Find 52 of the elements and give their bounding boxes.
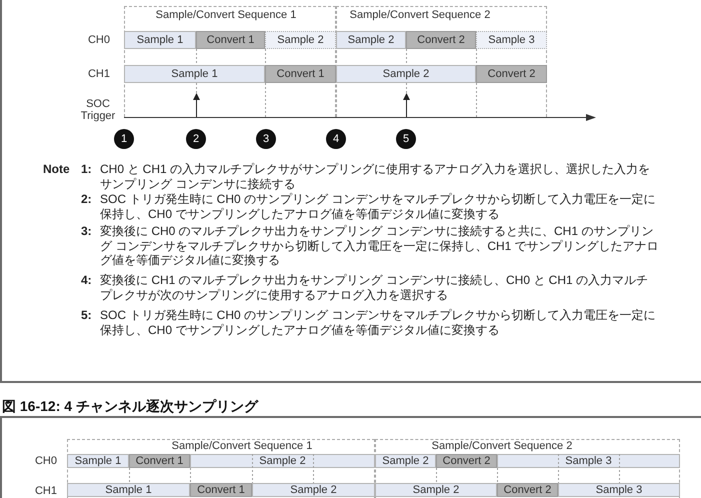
note-text: SOC トリガ発生時に CH0 のサンプリング コンデンサをマルチプレクサから切断して入力電圧を一定に保持し、CH0 でサンプリングしたアナログ値を等価デジタル値に変換する xyxy=(100,192,656,221)
sequence-frame xyxy=(336,6,547,117)
sample-phase: Sample 2 xyxy=(190,454,375,468)
sample-phase: Sample 1 xyxy=(67,454,129,468)
sample-phase: Sample 2 xyxy=(336,65,476,83)
callout-number: 5 xyxy=(396,129,416,149)
channel-label: CH1 xyxy=(34,484,58,498)
note-number: 4: xyxy=(81,273,92,288)
note-number: 3: xyxy=(81,224,92,238)
convert-phase: Convert 2 xyxy=(406,31,476,49)
sample-phase: Sample 2 xyxy=(265,31,336,49)
figure-title: 図 16-12: 4 チャンネル逐次サンプリング xyxy=(2,398,258,415)
channel-label: CH0 xyxy=(34,454,58,468)
channel-label: CH1 xyxy=(86,67,111,81)
note-text: 変換後に CH0 のマルチプレクサ出力をサンプリング コンデンサに接続すると共に、CH1 のサンプリング コンデンサをマルチプレクサから切断して入力電圧を一定に保持し、CH1 でサンプリングしたアナログ値を等価デジタル値に変換する xyxy=(100,224,660,268)
sample-phase: Sample 3 xyxy=(497,454,680,468)
note-number: 2: xyxy=(81,192,92,206)
callout-number: 4 xyxy=(326,129,346,149)
callout-number: 1 xyxy=(114,129,134,149)
trigger-label: SOC Trigger xyxy=(80,98,116,122)
convert-phase: Convert 1 xyxy=(190,483,252,497)
note-heading: Note xyxy=(43,162,70,176)
convert-phase: Convert 2 xyxy=(497,483,558,497)
convert-phase: Convert 2 xyxy=(476,65,547,83)
sample-phase: Sample 2 xyxy=(252,483,375,497)
sequence-frame xyxy=(124,6,336,117)
note-number: 5: xyxy=(81,308,92,322)
note-number: 1: xyxy=(81,162,92,176)
sample-phase: Sample 1 xyxy=(124,31,196,49)
channel-label: CH0 xyxy=(86,33,111,47)
sample-phase: Sample 2 xyxy=(336,31,406,49)
sample-phase: Sample 1 xyxy=(124,65,265,83)
convert-phase: Convert 2 xyxy=(436,454,497,468)
note-text: 変換後に CH1 のマルチプレクサ出力をサンプリング コンデンサに接続し、CH0 と CH1 の入力マルチプレクサが次のサンプリングに使用するアナログ入力を選択する xyxy=(100,273,650,302)
note-text: CH0 と CH1 の入力マルチプレクサがサンプリングに使用するアナログ入力を選択し、選択した入力をサンプリング コンデンサに接続する xyxy=(100,162,652,191)
callout-number: 2 xyxy=(186,129,206,149)
sample-phase: Sample 2 xyxy=(375,483,497,497)
sequence-label: Sample/Convert Sequence 2 xyxy=(350,9,490,22)
sample-phase: Sample 2 xyxy=(375,454,436,468)
note-text: SOC トリガ発生時に CH0 のサンプリング コンデンサをマルチプレクサから切断して入力電圧を一定に保持し、CH0 でサンプリングしたアナログ値を等価デジタル値に変換する xyxy=(100,308,656,337)
sequence-frame xyxy=(67,439,375,498)
callout-number: 3 xyxy=(256,129,276,149)
convert-phase: Convert 1 xyxy=(265,65,336,83)
convert-phase: Convert 1 xyxy=(196,31,265,49)
sequence-frame xyxy=(375,439,680,498)
sample-phase: Sample 1 xyxy=(67,483,190,497)
sample-phase: Sample 3 xyxy=(476,31,547,49)
sequence-label: Sample/Convert Sequence 2 xyxy=(432,440,572,453)
sequence-label: Sample/Convert Sequence 1 xyxy=(172,440,312,453)
sequence-label: Sample/Convert Sequence 1 xyxy=(156,9,296,22)
sample-phase: Sample 3 xyxy=(558,483,680,497)
convert-phase: Convert 1 xyxy=(129,454,190,468)
